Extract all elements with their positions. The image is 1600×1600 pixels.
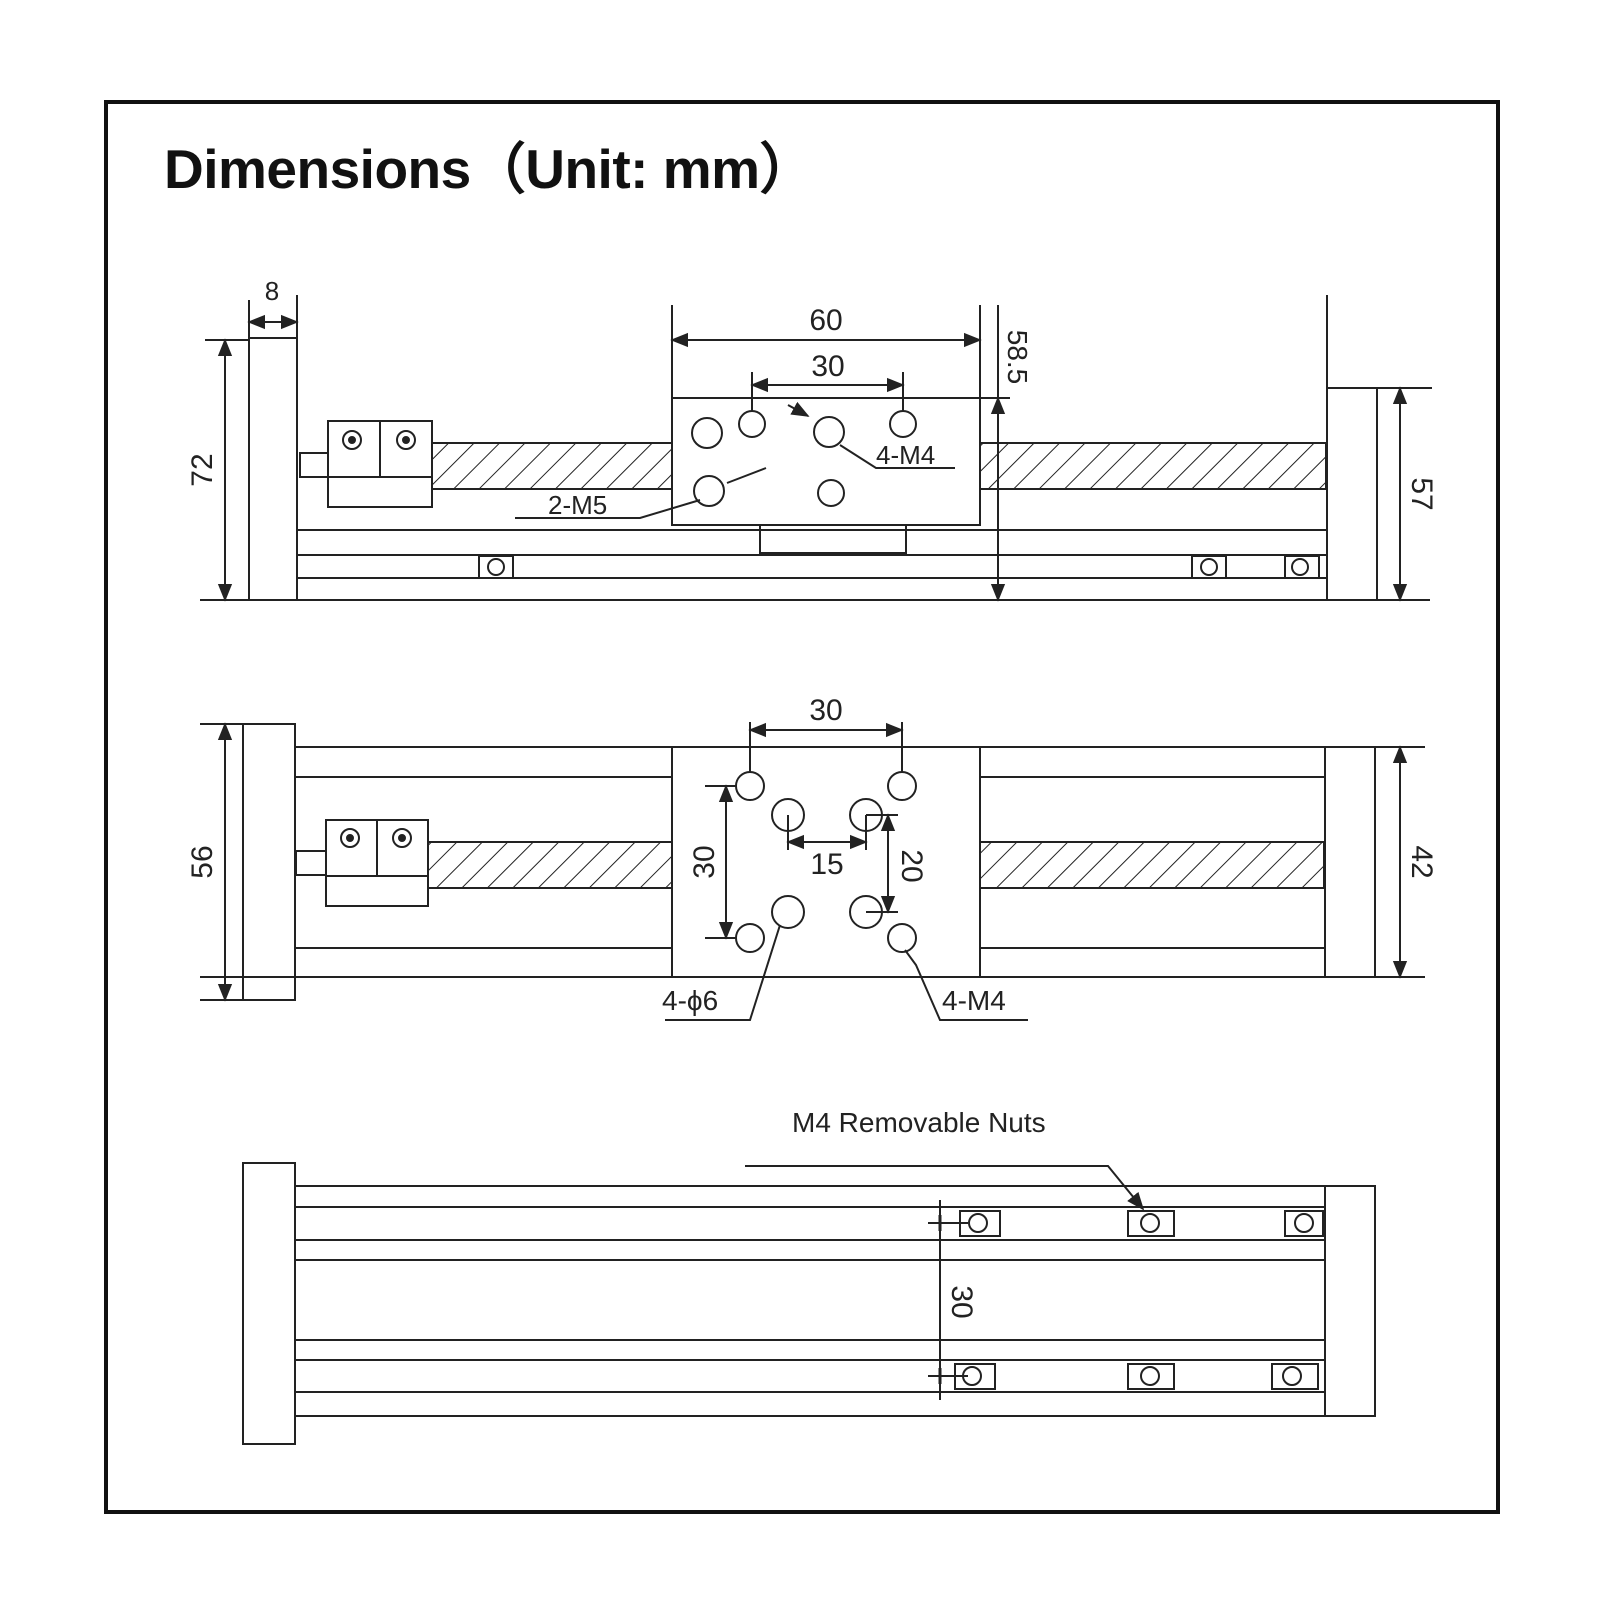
top-lead-screw-right	[979, 841, 1325, 889]
top-left-end-plate	[242, 723, 296, 1001]
dim-inner-spacing-x: 15	[810, 848, 843, 881]
dim-carriage-length: 60	[809, 304, 842, 337]
dim-far-end-width: 42	[1405, 845, 1438, 878]
side-left-end-plate	[248, 337, 298, 601]
dim-motor-end-width: 56	[186, 845, 219, 878]
side-rail-body	[296, 529, 1328, 601]
label-top-holes: 4-M4	[876, 440, 935, 470]
page-title: Dimensions（Unit: mm）	[164, 138, 815, 200]
side-lead-screw-right	[979, 442, 1327, 490]
dim-hole-spacing-y: 30	[688, 845, 721, 878]
side-view	[200, 295, 1432, 602]
side-lead-screw-left	[431, 442, 673, 490]
side-right-end-plate	[1326, 387, 1378, 601]
label-threaded-holes: 4-M4	[942, 985, 1006, 1016]
dim-far-end-height: 57	[1405, 477, 1438, 510]
bottom-view	[242, 1162, 1376, 1445]
dim-end-plate-thickness: 8	[265, 276, 279, 306]
dim-nut-spacing: 30	[945, 1285, 978, 1318]
dim-hole-spacing-x: 30	[809, 694, 842, 727]
dim-inner-spacing-y: 20	[895, 849, 928, 882]
dim-motor-end-height: 72	[186, 453, 219, 486]
dim-total-height: 58.5	[1002, 330, 1033, 385]
drawing-frame	[104, 100, 1500, 1514]
top-right-end-plate	[1324, 746, 1376, 978]
top-lead-screw-left	[427, 841, 673, 889]
top-view	[200, 722, 1425, 1021]
label-side-holes: 2-M5	[548, 490, 607, 520]
label-through-holes: 4-ϕ6	[662, 985, 718, 1016]
bottom-right-end-plate	[1324, 1185, 1376, 1417]
dim-top-hole-spacing: 30	[811, 350, 844, 383]
label-removable-nuts: M4 Removable Nuts	[792, 1107, 1046, 1138]
bottom-left-end-plate	[242, 1162, 296, 1445]
top-carriage	[671, 746, 981, 978]
